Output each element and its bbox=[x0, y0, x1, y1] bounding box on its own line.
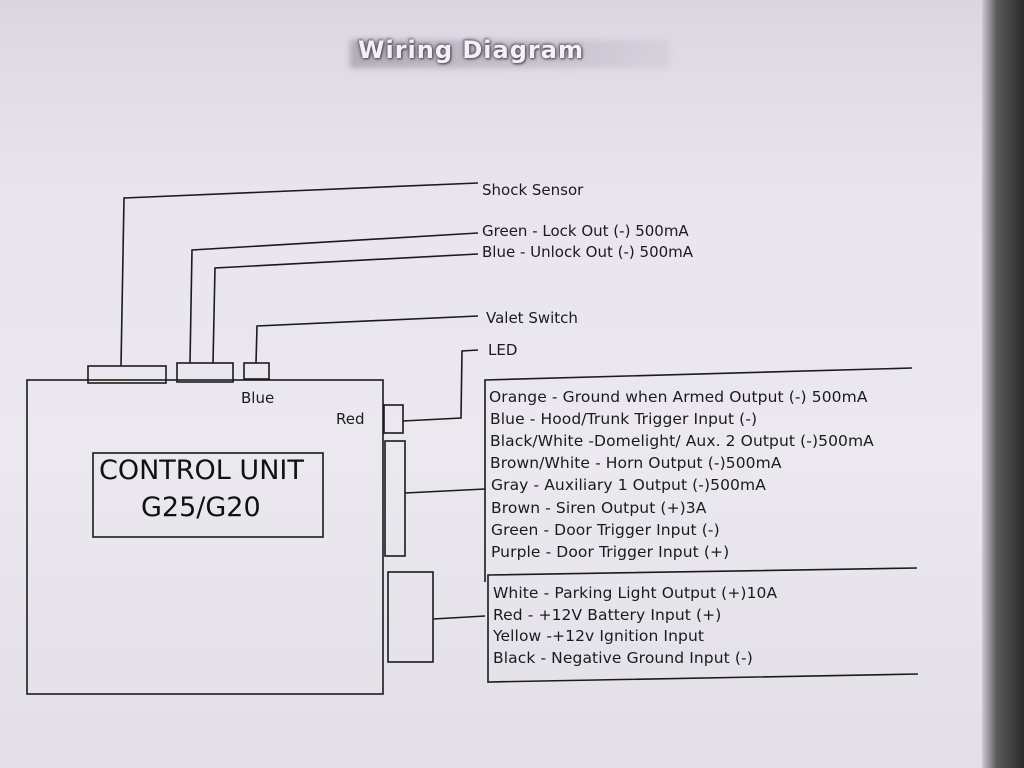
title-banner bbox=[350, 40, 670, 68]
paper-sheet bbox=[0, 0, 1000, 768]
control-unit-title: CONTROL UNIT bbox=[99, 455, 304, 486]
led-wire bbox=[402, 349, 479, 422]
power-input-item: Red - +12V Battery Input (+) bbox=[493, 606, 722, 624]
wiring-diagram bbox=[26, 182, 919, 695]
paper-edge bbox=[982, 0, 1024, 768]
control-unit-label-box bbox=[92, 452, 324, 538]
group-b-bracket bbox=[487, 567, 919, 683]
power-input-item: Black - Negative Ground Input (-) bbox=[493, 649, 753, 667]
wire-output-item: Orange - Ground when Armed Output (-) 50… bbox=[489, 388, 868, 406]
red-wire-label: Red bbox=[336, 410, 365, 428]
door-lock-connector bbox=[176, 362, 234, 383]
wire-output-item: Blue - Hood/Trunk Trigger Input (-) bbox=[490, 410, 758, 428]
wire-output-item: Green - Door Trigger Input (-) bbox=[491, 521, 720, 539]
blue-unlock-wire bbox=[212, 253, 479, 364]
valet-switch-label: Valet Switch bbox=[486, 309, 578, 327]
control-unit-model: G25/G20 bbox=[141, 492, 261, 523]
shock-sensor-label: Shock Sensor bbox=[482, 181, 584, 199]
power-harness-lead bbox=[432, 615, 486, 620]
led-connector bbox=[383, 404, 404, 434]
power-input-item: Yellow -+12v Ignition Input bbox=[493, 627, 705, 645]
wire-output-item: Gray - Auxiliary 1 Output (-)500mA bbox=[491, 476, 766, 494]
led-label: LED bbox=[488, 341, 518, 359]
blue-wire-label: Blue bbox=[241, 389, 275, 407]
shock-sensor-connector bbox=[87, 365, 167, 384]
wire-output-item: Brown - Siren Output (+)3A bbox=[491, 499, 707, 517]
diagram-title: Wiring Diagram bbox=[358, 36, 584, 64]
main-harness-lead bbox=[404, 488, 486, 494]
shock-sensor-wire bbox=[120, 182, 479, 367]
control-unit-box bbox=[26, 379, 384, 695]
wire-output-item: Brown/White - Horn Output (-)500mA bbox=[490, 454, 782, 472]
power-harness-connector bbox=[387, 571, 434, 663]
green-lock-wire bbox=[189, 232, 479, 364]
main-harness-connector bbox=[384, 440, 406, 557]
blue-unlock-label: Blue - Unlock Out (-) 500mA bbox=[482, 243, 694, 261]
valet-switch-wire bbox=[255, 315, 479, 364]
wire-output-item: Black/White -Domelight/ Aux. 2 Output (-… bbox=[490, 432, 874, 450]
valet-connector bbox=[243, 362, 270, 380]
power-input-item: White - Parking Light Output (+)10A bbox=[493, 584, 778, 602]
green-lock-label: Green - Lock Out (-) 500mA bbox=[482, 222, 689, 240]
group-a-bracket bbox=[484, 367, 913, 582]
wire-output-item: Purple - Door Trigger Input (+) bbox=[491, 543, 730, 561]
